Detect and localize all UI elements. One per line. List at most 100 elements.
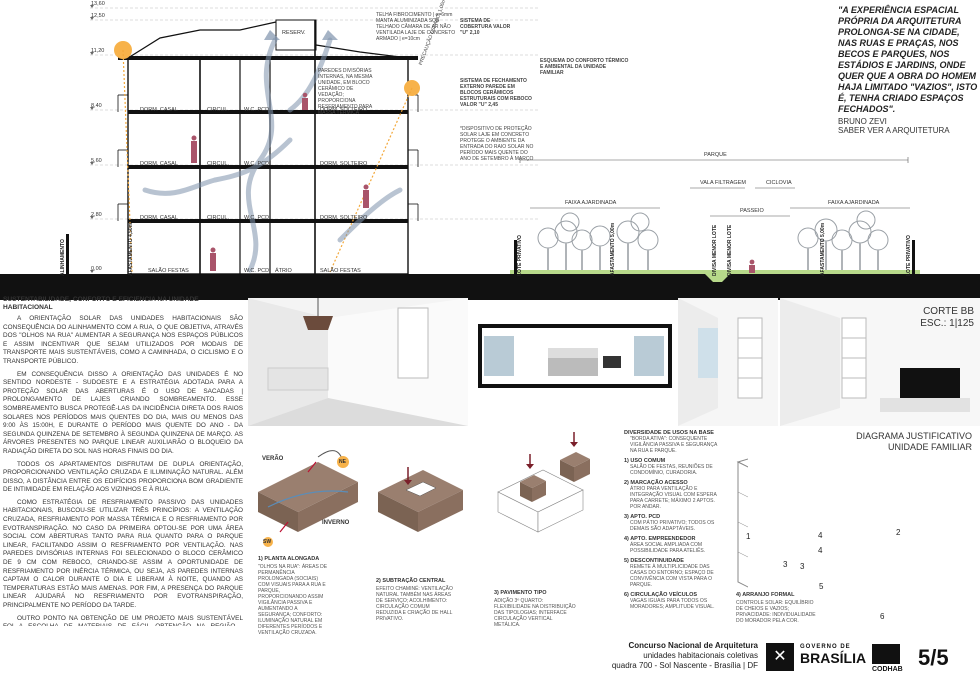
diversidade-list: DIVERSIDADE DE USOS NA BASE "BORDA ATIVA…: [624, 430, 720, 614]
div-body: ÁTRIO PARA VENTILAÇÃO E INTEGRAÇÃO VISUA…: [630, 486, 717, 510]
codhab-logo-icon: [872, 644, 900, 664]
quote-book: SABER VER A ARQUITETURA: [838, 126, 950, 135]
quote-text: "A EXPERIÊNCIA ESPACIAL PRÓPRIA DA ARQUI…: [838, 5, 978, 114]
faixa-label: FAIXA AJARDINADA: [828, 200, 880, 206]
room-label: DORM. SOLTEIRO: [320, 107, 368, 113]
div-body: REMETE À MULTIPLICIDADE DAS CASAS DO ENT…: [630, 564, 714, 588]
park-vlabel: DIVISA MENOR LOTE: [727, 224, 733, 276]
div-head: 2) MARCAÇÃO ACESSO: [624, 480, 688, 486]
step-caption-1: 1) PLANTA ALONGADA "OLHOS NA RUA": ÁREAS…: [258, 556, 328, 636]
note-protecao: *DISPOSITIVO DE PROTEÇÃO SOLAR LAJE EM C…: [460, 126, 534, 162]
sustentabilidade-text: SUSTENTABILIDADE, CONFORTO E EFICIÊNCIA …: [3, 296, 243, 626]
div-head: 6) CIRCULAÇÃO VEÍCULOS: [624, 592, 698, 598]
ciclovia-label: CICLOVIA: [766, 180, 792, 186]
iso-number: 3: [783, 560, 788, 569]
text-heading: SUSTENTABILIDADE, CONFORTO E EFICIÊNCIA …: [3, 296, 199, 311]
ne-label: NE: [339, 459, 346, 465]
step-body: CONTROLE SOLAR: EQUILÍBRIO DE CHEIOS E V…: [736, 600, 816, 624]
room-label: RESERV.: [282, 30, 306, 36]
text-paragraph: OUTRO PONTO NA OBTENÇÃO DE UM PROJETO MA…: [3, 614, 243, 626]
vala-label: VALA FILTRAGEM: [700, 180, 746, 186]
park-vlabel: LOTE PRIVATIVO: [517, 235, 523, 276]
diagram-title-1: DIAGRAMA JUSTIFICATIVO: [856, 431, 972, 441]
iso-diagrams: [258, 432, 748, 588]
verao-label: VERÃO: [262, 456, 284, 462]
div-head: DIVERSIDADE DE USOS NA BASE: [624, 430, 714, 436]
text-paragraph: TODOS OS APARTAMENTOS DISFRUTAM DE DUPLA…: [3, 460, 243, 494]
iso-number: 4: [818, 531, 823, 540]
room-label: SALÃO FESTAS: [148, 268, 189, 274]
alinhamento-label: ALINHAMENTO: [60, 239, 66, 276]
room-label: SALÃO FESTAS: [320, 268, 361, 274]
park-vlabel: DIVISA MENOR LOTE: [712, 224, 718, 276]
room-label: CIRCUL.: [207, 161, 230, 167]
render-living: [780, 298, 980, 426]
corte-title: CORTE BB ESC.: 1|125: [920, 306, 974, 330]
div-head: 3) APTO. PCD: [624, 514, 661, 520]
note-paredes: PAREDES DIVISÓRIAS INTERNAS, NA MESMA UN…: [318, 68, 373, 116]
footer-info: Concurso Nacional de Arquitetura unidade…: [600, 641, 758, 671]
step-caption-2: 2) SUBTRAÇÃO CENTRAL EFEITO CHAMINÉ: VEN…: [376, 578, 456, 622]
room-label: CIRCUL.: [207, 215, 230, 221]
room-label: DORM. SOLTEIRO: [320, 215, 368, 221]
level-label: 12,50: [91, 13, 105, 19]
page-number: 5/5: [918, 645, 949, 670]
room-label: DORM. CASAL: [140, 161, 178, 167]
level-label: 2,80: [91, 212, 102, 218]
div-body: VAGAS IGUAIS PARA TODOS OS MORADORES; AM…: [630, 598, 715, 610]
room-label: W.C. PCD: [244, 215, 270, 221]
iso-number: 5: [819, 582, 824, 591]
div-body: ÁREA SOCIAL AMPLIADA COM POSSIBILIDADE P…: [630, 542, 706, 554]
step-body: ADIÇÃO 3º QUARTO: FLEXIBILIDADE NA DISTR…: [494, 598, 576, 628]
room-label: ÁTRIO: [275, 268, 292, 274]
div-head: 5) DESCONTINUIDADE: [624, 558, 684, 564]
level-label: 0,00: [91, 266, 102, 272]
brasilia-logo-icon: ✕: [766, 643, 794, 671]
quote-author: BRUNO ZEVI: [838, 117, 887, 126]
corte-label: CORTE BB: [923, 306, 974, 317]
level-label: 8,40: [91, 103, 102, 109]
faixa-label: FAIXA AJARDINADA: [565, 200, 617, 206]
level-label: 13,60: [91, 1, 105, 7]
step-body: "OLHOS NA RUA": ÁREAS DE PERMANÊNCIA PRO…: [258, 564, 328, 636]
room-label: DORM. CASAL: [140, 107, 178, 113]
sun-sw-icon: [263, 537, 273, 547]
note-cobertura: TELHA FIBROCIMENTO | e=6mm MANTA ALUMINI…: [376, 12, 456, 42]
inverno-label: INVERNO: [322, 520, 350, 526]
text-paragraph: A ORIENTAÇÃO SOLAR DAS UNIDADES HABITACI…: [3, 315, 243, 365]
park-vlabel: AFASTAMENTO 5,00m: [610, 222, 616, 276]
footer-line1: Concurso Nacional de Arquitetura: [628, 641, 759, 650]
level-label: 11,20: [91, 48, 105, 54]
step-caption-4: 4) ARRANJO FORMAL CONTROLE SOLAR: EQUILÍ…: [736, 592, 818, 624]
diagram-title: DIAGRAMA JUSTIFICATIVO UNIDADE FAMILIAR: [832, 431, 972, 453]
footer-line2: unidades habitacionais coletivas: [643, 651, 758, 660]
note-sistema-cobertura: SISTEMA DE COBERTURA VALOR "U" 2,10: [460, 18, 511, 36]
note-esquema: ESQUEMA DO CONFORTO TÉRMICO E AMBIENTAL …: [540, 58, 629, 76]
div-head: 1) USO COMUM: [624, 458, 666, 464]
step-caption-3: 3) PAVIMENTO TIPO ADIÇÃO 3º QUARTO: FLEX…: [494, 590, 576, 628]
room-label: W.C. PCD: [244, 161, 270, 167]
sw-label: SW: [263, 539, 272, 545]
div-body: SALÃO DE FESTAS, REUNIÕES DE CONDOMÍNIO,…: [630, 464, 713, 476]
pendant-lamp-icon: [303, 316, 333, 330]
park-label: PARQUE: [704, 152, 727, 158]
level-label: 5,60: [91, 158, 102, 164]
room-label: DORM. CASAL: [140, 215, 178, 221]
div-head: 4) APTO. EMPREENDEDOR: [624, 536, 696, 542]
interior-renders: [248, 298, 778, 426]
brasilia-label: BRASÍLIA: [800, 650, 867, 666]
park-vlabel: LOTE PRIVATIVO: [906, 235, 912, 276]
gov-brasilia: GOVERNO DE BRASÍLIA: [800, 644, 866, 666]
footer-line3: quadra 700 - Sol Nascente - Brasília | D…: [611, 661, 758, 670]
sun-ne-icon: [337, 456, 349, 468]
afastamento-label: AFASTAMENTO 4,50m: [128, 222, 134, 276]
div-body: "BORDA ATIVA": CONSEQUENTE VIGILÂNCIA PA…: [630, 436, 718, 454]
iso-number: 4: [818, 546, 823, 555]
passeio-label: PASSEIO: [740, 208, 764, 214]
quote-block: "A EXPERIÊNCIA ESPACIAL PRÓPRIA DA ARQUI…: [838, 5, 978, 135]
iso-number: 3: [800, 562, 805, 571]
gov-label: GOVERNO DE: [800, 644, 851, 650]
step-heading: 3) PAVIMENTO TIPO: [494, 590, 547, 596]
codhab-label: CODHAB: [872, 666, 903, 673]
corte-scale: ESC.: 1|125: [920, 318, 974, 329]
